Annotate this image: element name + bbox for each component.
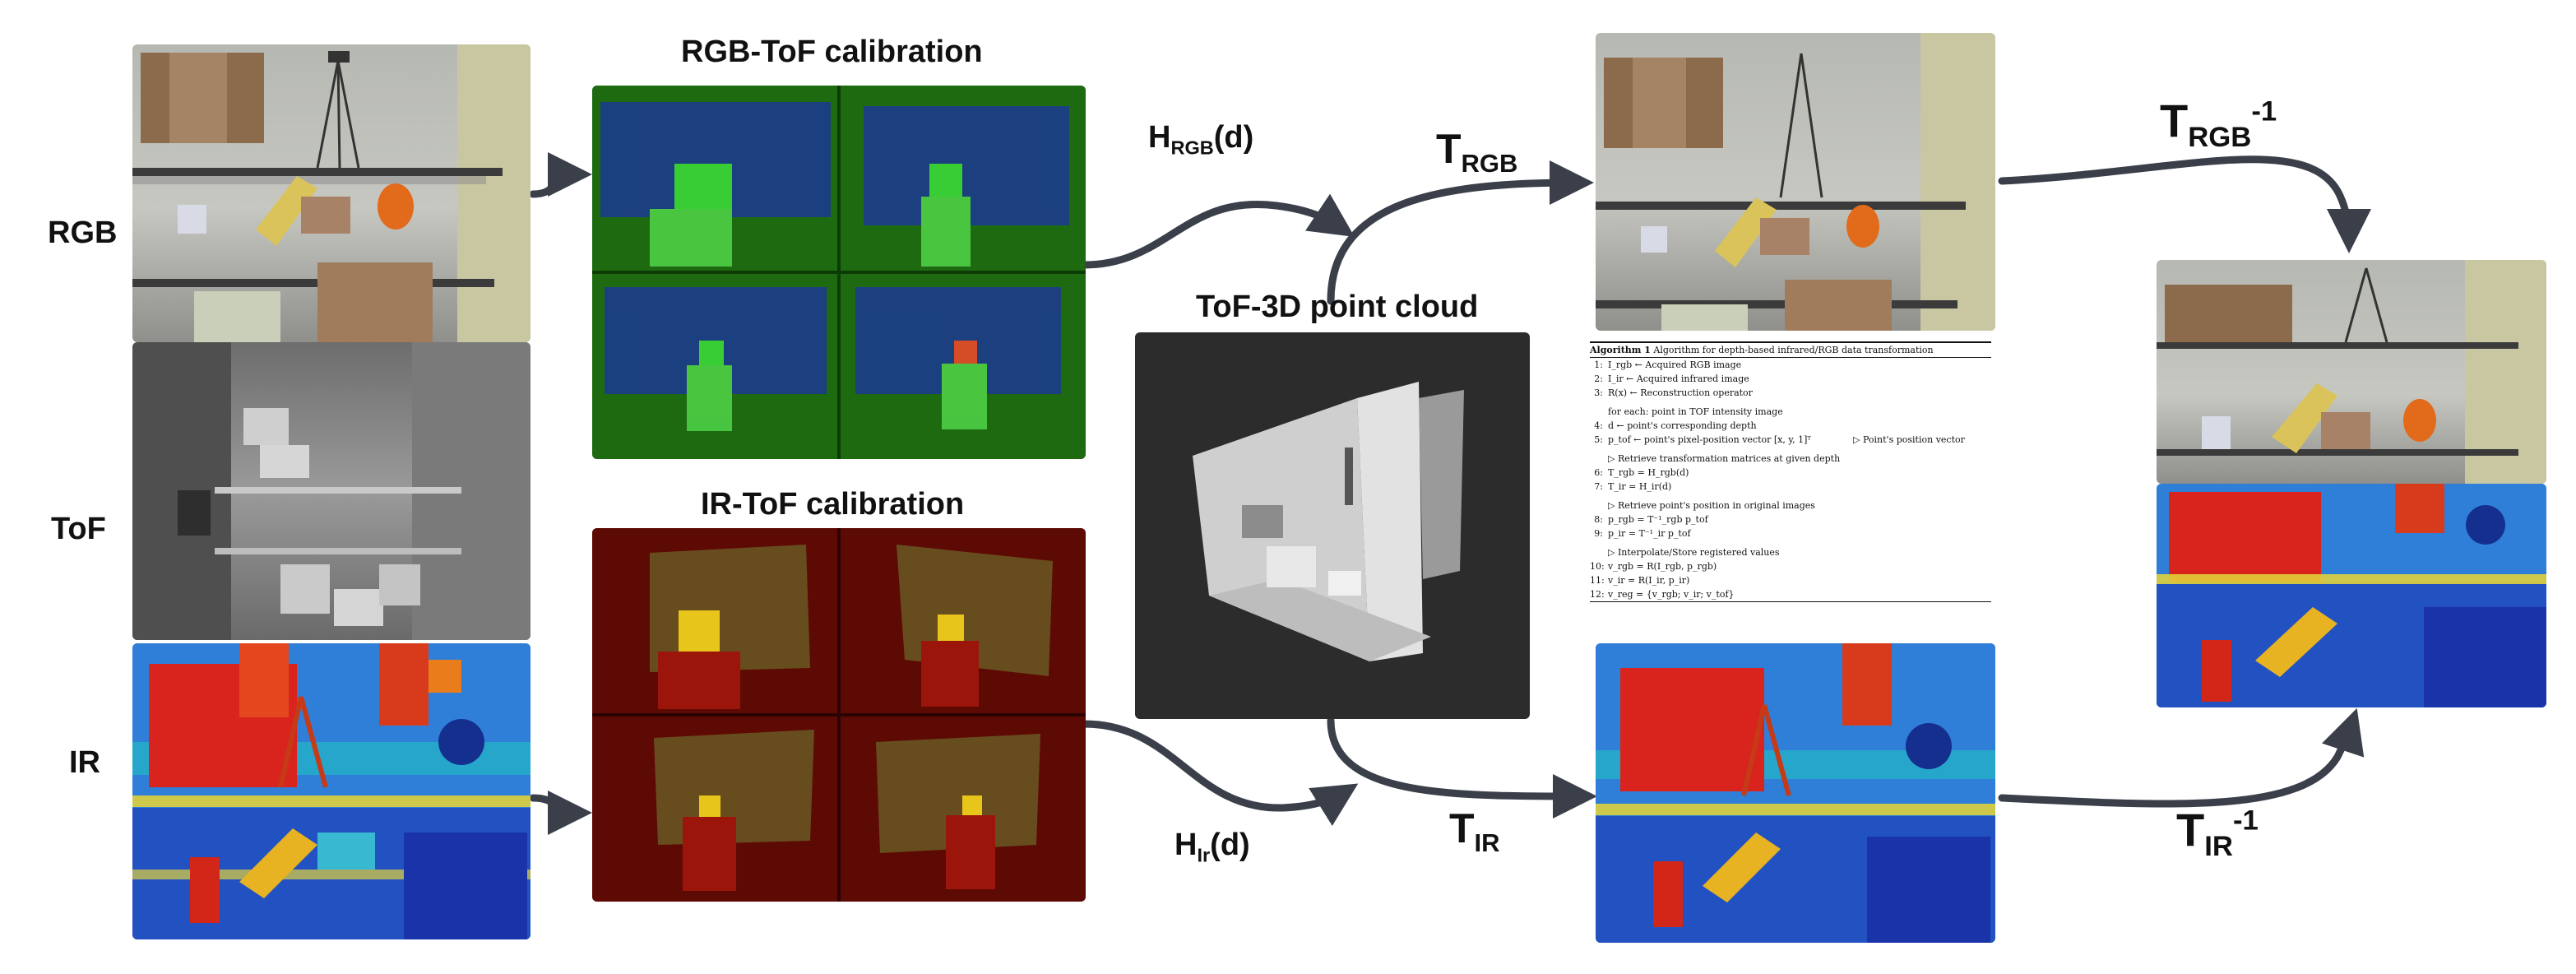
algorithm-line-number: 11: bbox=[1590, 575, 1605, 586]
label-t-rgb-inverse: TRGB-1 bbox=[2160, 95, 2277, 154]
algorithm-line: 11:v_ir = R(I_ir, p_ir) bbox=[1590, 573, 1991, 587]
algorithm-box: Algorithm 1 Algorithm for depth-based in… bbox=[1590, 341, 1991, 638]
algorithm-line-text: v_rgb = R(I_rgb, p_rgb) bbox=[1608, 561, 1717, 572]
tof-intensity-image bbox=[132, 342, 530, 640]
algorithm-line-text: v_reg = {v_rgb; v_ir; v_tof} bbox=[1608, 589, 1735, 600]
algorithm-line-number: 9: bbox=[1594, 528, 1603, 539]
algorithm-line-number: 2: bbox=[1594, 373, 1603, 384]
algorithm-line-text: for each: point in TOF intensity image bbox=[1608, 406, 1783, 417]
algorithm-line: ▷ Interpolate/Store registered values bbox=[1590, 545, 1991, 559]
arrow-rgb-to-calibration bbox=[529, 152, 592, 198]
arrow-h-rgb bbox=[1080, 193, 1355, 269]
algorithm-line-text: p_ir = T⁻¹_ir p_tof bbox=[1608, 528, 1691, 539]
algorithm-line-text: R(x) ← Reconstruction operator bbox=[1608, 387, 1753, 398]
algorithm-line: 5: p_tof ← point's pixel-position vector … bbox=[1590, 433, 1991, 447]
algorithm-line-number: 1: bbox=[1594, 359, 1603, 370]
algorithm-line: 10:v_rgb = R(I_rgb, p_rgb) bbox=[1590, 559, 1991, 573]
arrow-t-rgb-inverse bbox=[1998, 155, 2371, 253]
algorithm-line-text: ▷ Interpolate/Store registered values bbox=[1608, 547, 1780, 558]
output-ir-image bbox=[2157, 484, 2546, 707]
algorithm-line: 1: I_rgb ← Acquired RGB image bbox=[1590, 358, 1991, 372]
algorithm-title: Algorithm 1 Algorithm for depth-based in… bbox=[1590, 345, 1934, 355]
row-label-tof: ToF bbox=[51, 512, 106, 546]
algorithm-line-text: ▷ Retrieve point's position in original … bbox=[1608, 500, 1815, 511]
row-label-ir: IR bbox=[69, 745, 100, 780]
algorithm-line: 8: p_rgb = T⁻¹_rgb p_tof bbox=[1590, 513, 1991, 526]
algorithm-line-number: 8: bbox=[1594, 514, 1603, 525]
algorithm-line-number: 10: bbox=[1590, 561, 1605, 572]
label-t-rgb: TRGB bbox=[1436, 126, 1518, 178]
row-label-rgb: RGB bbox=[48, 216, 118, 250]
label-h-ir: HIr(d) bbox=[1174, 828, 1250, 866]
algorithm-line-number: 12: bbox=[1590, 589, 1605, 600]
algorithm-line-number: 7: bbox=[1594, 481, 1603, 492]
algorithm-line-number: 5: bbox=[1594, 434, 1603, 445]
label-t-ir-inverse: TIR-1 bbox=[2176, 804, 2259, 863]
algorithm-line-text: T_ir = H_ir(d) bbox=[1608, 481, 1672, 492]
algorithm-line-text: ▷ Retrieve transformation matrices at gi… bbox=[1608, 453, 1841, 464]
algorithm-line: 3: R(x) ← Reconstruction operator bbox=[1590, 386, 1991, 400]
algorithm-line: 4: d ← point's corresponding depth bbox=[1590, 419, 1991, 433]
output-rgb-image bbox=[2157, 260, 2546, 484]
algorithm-line-text: d ← point's corresponding depth bbox=[1608, 420, 1757, 431]
algorithm-line-text: I_ir ← Acquired infrared image bbox=[1608, 373, 1749, 384]
ir-tof-calibration-title: IR-ToF calibration bbox=[701, 487, 965, 522]
algorithm-line-text: I_rgb ← Acquired RGB image bbox=[1608, 359, 1742, 370]
algorithm-line-number: 3: bbox=[1594, 387, 1603, 398]
algorithm-line: 12:v_reg = {v_rgb; v_ir; v_tof} bbox=[1590, 587, 1991, 601]
algorithm-line: 6: T_rgb = H_rgb(d) bbox=[1590, 466, 1991, 480]
algorithm-line-text: p_rgb = T⁻¹_rgb p_tof bbox=[1608, 514, 1708, 525]
ir-heatmap-image bbox=[132, 643, 530, 939]
algorithm-line-comment: ▷ Point's position vector bbox=[1853, 434, 1965, 445]
arrow-t-rgb bbox=[1327, 160, 1594, 305]
tof-point-cloud-view bbox=[1135, 332, 1530, 719]
registered-rgb-image bbox=[1596, 33, 1995, 331]
algorithm-line-number: 6: bbox=[1594, 467, 1603, 478]
ir-tof-calibration-grid bbox=[592, 528, 1086, 902]
label-h-rgb: HRGB(d) bbox=[1148, 120, 1254, 159]
algorithm-line-number: 4: bbox=[1594, 420, 1603, 431]
algorithm-line-text: p_tof ← point's pixel-position vector [x… bbox=[1608, 434, 1812, 445]
rgb-source-image bbox=[132, 44, 530, 342]
arrow-ir-to-calibration bbox=[529, 790, 592, 835]
algorithm-line: ▷ Retrieve transformation matrices at gi… bbox=[1590, 452, 1991, 466]
registered-ir-image bbox=[1596, 643, 1995, 943]
algorithm-line-text: T_rgb = H_rgb(d) bbox=[1608, 467, 1689, 478]
algorithm-line: 9: p_ir = T⁻¹_ir p_tof bbox=[1590, 526, 1991, 540]
tof-3d-point-cloud-title: ToF-3D point cloud bbox=[1196, 290, 1479, 324]
arrow-h-ir bbox=[1080, 720, 1359, 826]
arrow-t-ir-inverse bbox=[1998, 707, 2365, 808]
algorithm-line: ▷ Retrieve point's position in original … bbox=[1590, 499, 1991, 513]
algorithm-line: for each: point in TOF intensity image bbox=[1590, 405, 1991, 419]
rgb-tof-calibration-grid bbox=[592, 86, 1086, 459]
label-t-ir: TIR bbox=[1449, 805, 1500, 857]
algorithm-line: 2: I_ir ← Acquired infrared image bbox=[1590, 372, 1991, 386]
algorithm-line-text: v_ir = R(I_ir, p_ir) bbox=[1608, 575, 1690, 586]
rgb-tof-calibration-title: RGB-ToF calibration bbox=[681, 35, 983, 69]
arrow-t-ir bbox=[1327, 717, 1597, 819]
algorithm-line: 7: T_ir = H_ir(d) bbox=[1590, 480, 1991, 494]
